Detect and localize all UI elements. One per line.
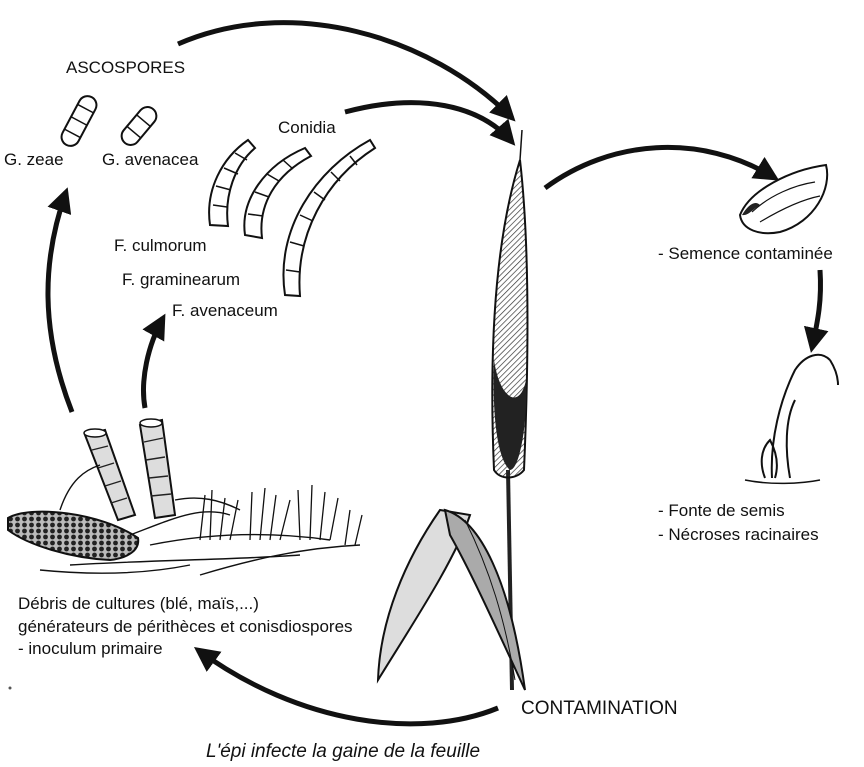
ascospore-g-zeae bbox=[58, 93, 99, 149]
arrow-conidia-to-ear bbox=[345, 103, 512, 142]
wheat-leaf-right bbox=[445, 510, 525, 690]
wheat-plant bbox=[378, 130, 527, 690]
label-f-avenaceum: F. avenaceum bbox=[172, 301, 278, 321]
arrow-seed-to-seedling bbox=[812, 270, 821, 348]
ascospore-g-avenacea bbox=[118, 103, 160, 148]
arrow-ascospores-to-ear bbox=[178, 23, 512, 118]
label-conidia: Conidia bbox=[278, 118, 336, 138]
label-g-avenacea: G. avenacea bbox=[102, 150, 198, 170]
label-g-zeae: G. zeae bbox=[4, 150, 64, 170]
arrow-debris-to-conidia bbox=[144, 318, 163, 408]
label-caption: L'épi infecte la gaine de la feuille bbox=[206, 742, 480, 762]
label-necroses: - Nécroses racinaires bbox=[658, 525, 819, 545]
label-semence: - Semence contaminée bbox=[658, 244, 833, 264]
stalk-right bbox=[140, 419, 175, 518]
label-f-graminearum: F. graminearum bbox=[122, 270, 240, 290]
label-debris-line3: - inoculum primaire bbox=[18, 639, 163, 659]
label-contamination: CONTAMINATION bbox=[521, 699, 678, 719]
diseased-seedling bbox=[745, 355, 838, 484]
arrow-contamination-to-debris bbox=[198, 650, 498, 724]
contaminated-seed bbox=[740, 165, 827, 233]
label-debris-line1: Débris de cultures (blé, maïs,...) bbox=[18, 594, 259, 614]
label-ascospores: ASCOSPORES bbox=[66, 58, 185, 78]
label-f-culmorum: F. culmorum bbox=[114, 236, 207, 256]
arrow-ear-to-seed bbox=[545, 147, 775, 188]
label-fonte: - Fonte de semis bbox=[658, 501, 785, 521]
speck bbox=[9, 687, 12, 690]
arrow-debris-to-ascospores bbox=[48, 192, 72, 412]
label-debris-line2: générateurs de périthèces et conisdiospo… bbox=[18, 617, 353, 637]
crop-debris bbox=[8, 419, 362, 575]
stalk-left bbox=[84, 429, 135, 520]
